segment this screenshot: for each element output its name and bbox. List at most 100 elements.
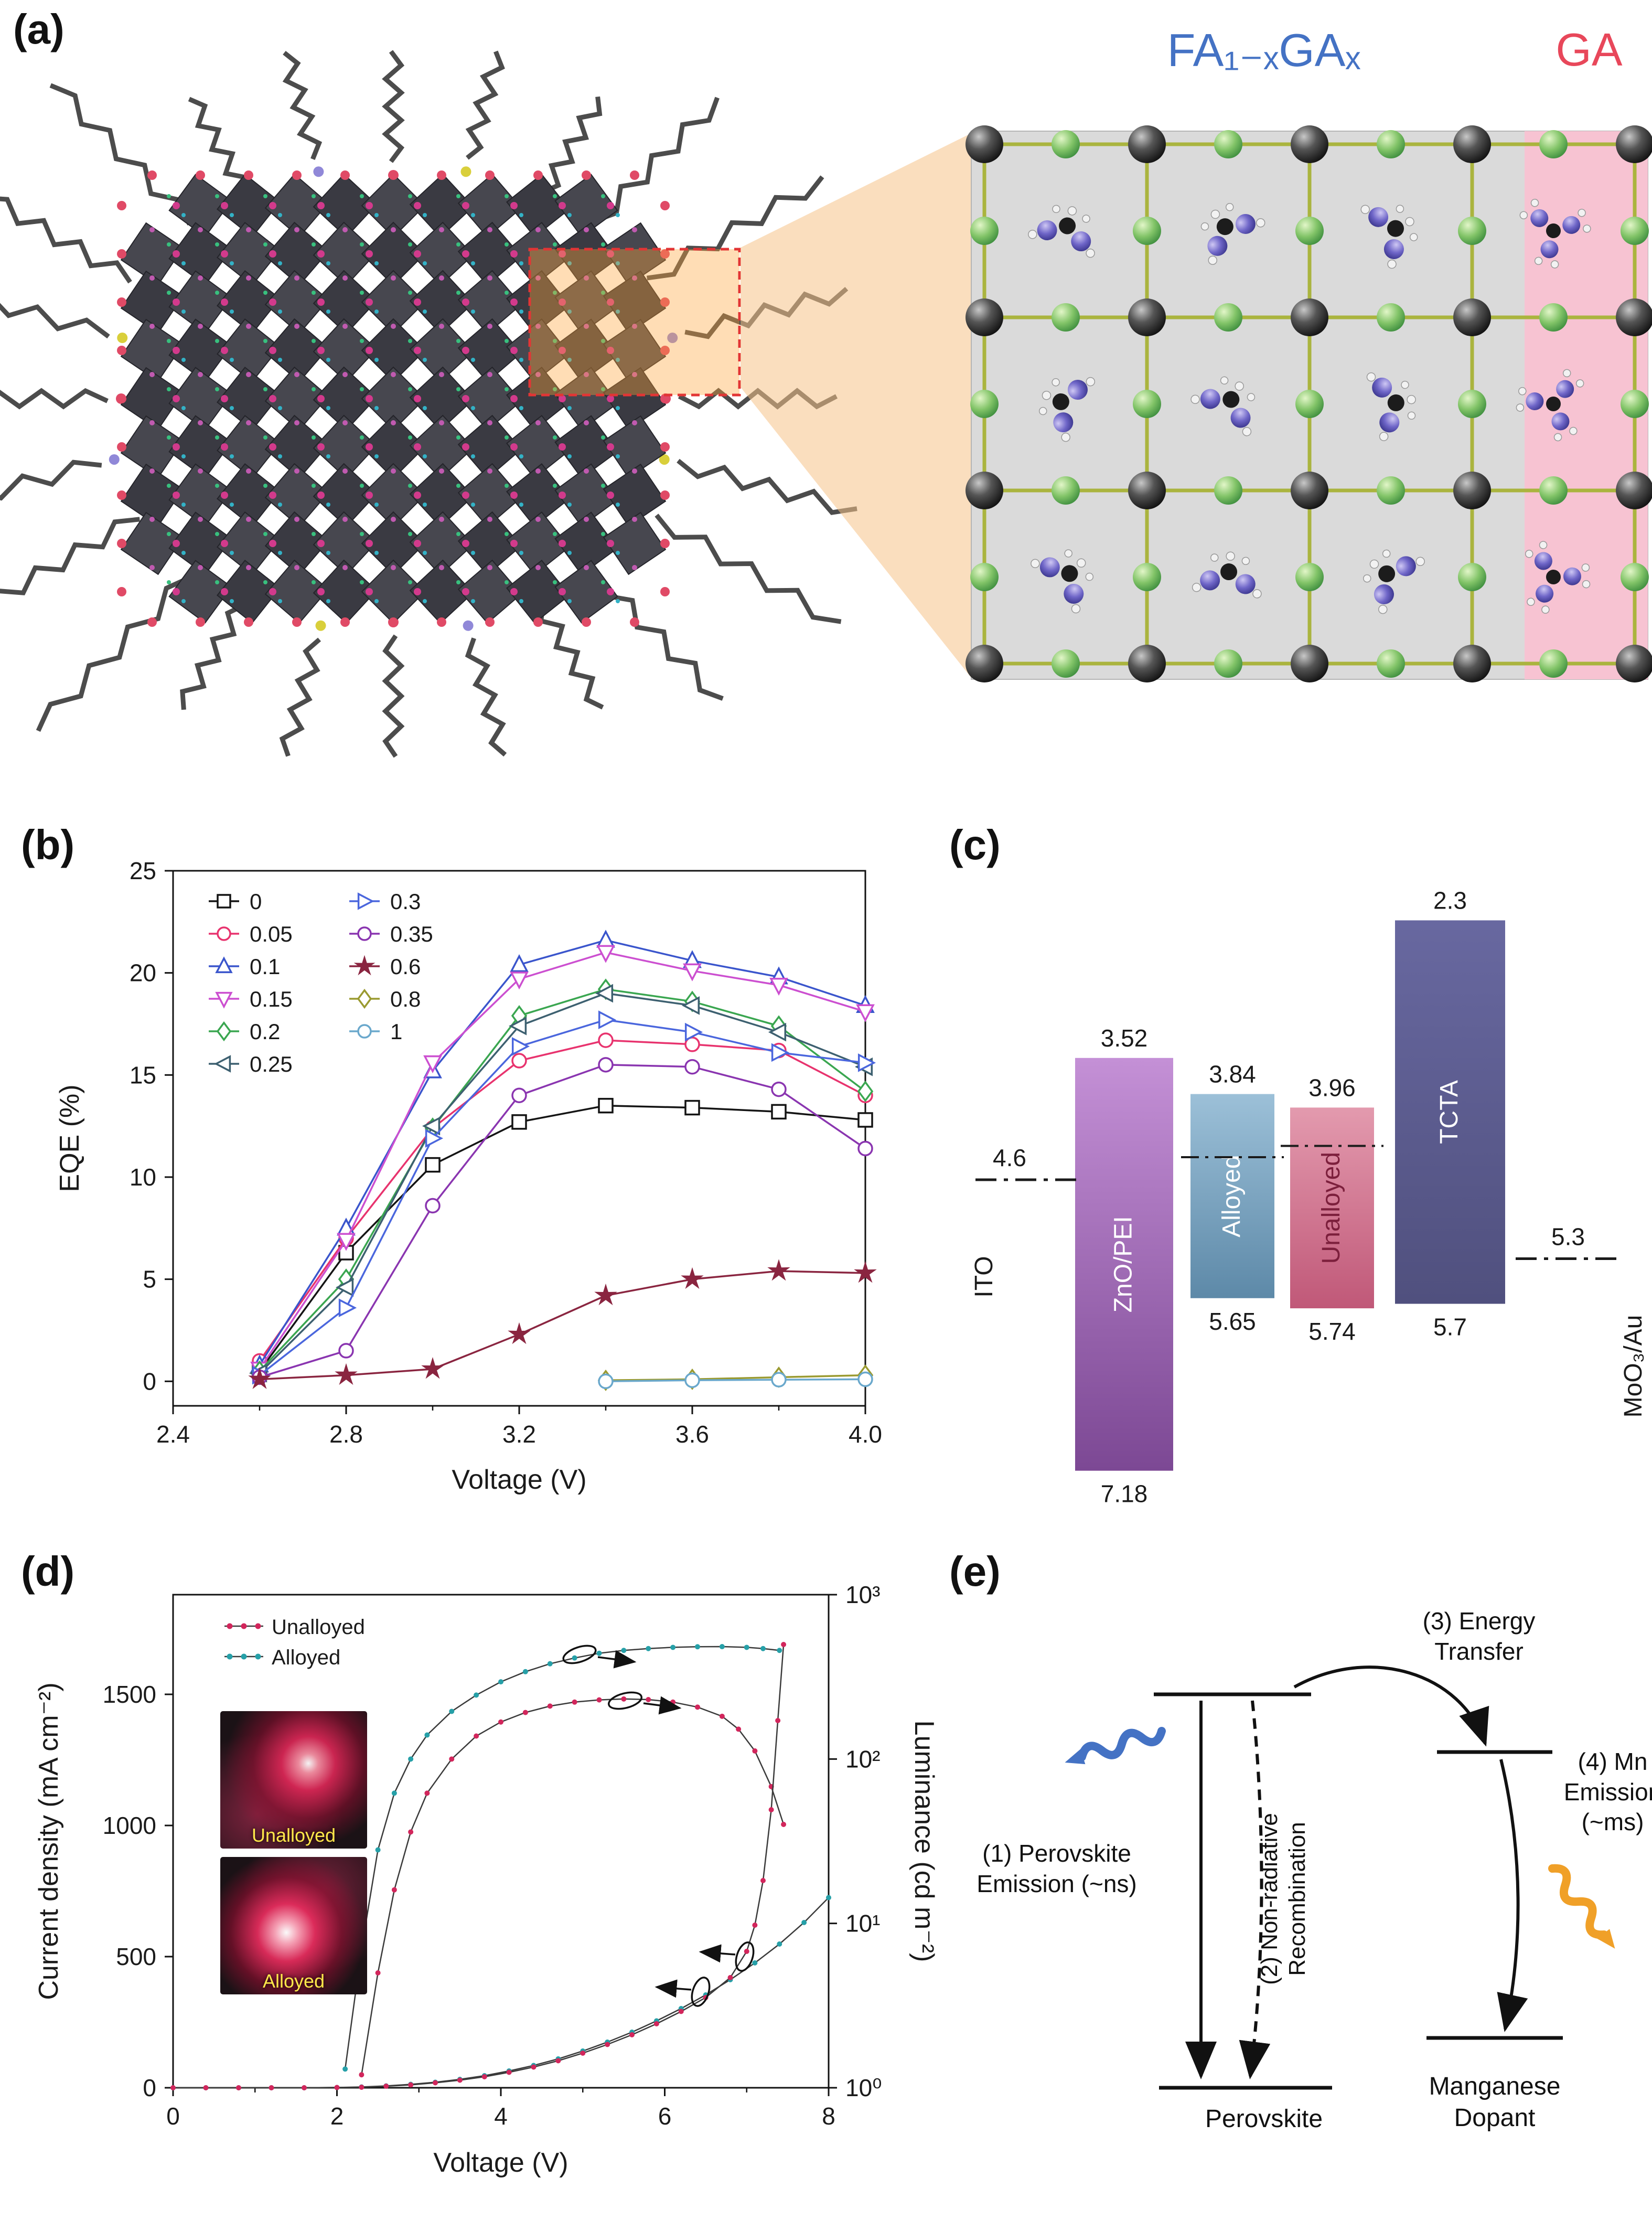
nonradiative-arrow — [1239, 1700, 1271, 2079]
energy-transfer-label: (3) Energy Transfer — [1422, 1607, 1536, 1665]
svg-text:500: 500 — [116, 1943, 156, 1970]
svg-text:0.35: 0.35 — [390, 922, 433, 946]
cation-molecules — [1028, 198, 1591, 614]
inset-unalloyed-photo: Unalloyed — [220, 1711, 367, 1849]
crystal-core — [120, 173, 667, 624]
svg-text:0.1: 0.1 — [250, 954, 280, 979]
svg-text:Luminance (cd m⁻²): Luminance (cd m⁻²) — [909, 1721, 939, 1962]
series-0.15 — [250, 945, 875, 1380]
led-emission-glow — [220, 1857, 367, 1994]
series-current-density-unalloyed — [170, 1642, 787, 2090]
series-0.6 — [248, 1259, 877, 1389]
halide-spheres — [970, 130, 1649, 678]
svg-text:Current density (mA cm⁻²): Current density (mA cm⁻²) — [34, 1682, 64, 2000]
svg-text:7.18: 7.18 — [1101, 1480, 1148, 1508]
perovskite-ground-label: Perovskite — [1205, 2105, 1323, 2133]
panel-b-label: (b) — [21, 821, 75, 868]
svg-text:0: 0 — [250, 889, 262, 914]
svg-text:20: 20 — [130, 959, 156, 987]
mn-emission-label: (4) Mn Emission (~ms) — [1563, 1748, 1652, 1835]
fa-molecule — [1360, 205, 1418, 269]
series-0.2 — [251, 978, 874, 1382]
svg-text:TCTA: TCTA — [1435, 1080, 1463, 1144]
svg-text:5.74: 5.74 — [1308, 1318, 1356, 1345]
svg-text:Alloyed: Alloyed — [272, 1646, 340, 1669]
lattice-closeup — [966, 125, 1652, 682]
zoom-beam-layer — [741, 133, 971, 678]
axis-indicator-ellipses — [562, 1645, 755, 2007]
panel-e-label: (e) — [949, 1548, 1001, 1595]
energy-transfer-diagram — [1065, 1665, 1615, 2090]
ga-molecule — [1525, 541, 1591, 614]
alloy-formula-label: FA₁₋ₓGAₓ — [1167, 24, 1361, 76]
fa-molecule — [1031, 549, 1094, 614]
svg-text:Voltage (V): Voltage (V) — [433, 2148, 568, 2178]
svg-text:0.2: 0.2 — [250, 1019, 280, 1044]
panel-c-label: (c) — [949, 821, 1001, 868]
svg-text:3.6: 3.6 — [675, 1421, 709, 1448]
perovskite-emission-label: (1) Perovskite Emission (~ns) — [977, 1840, 1137, 1897]
svg-text:0.6: 0.6 — [390, 954, 421, 979]
svg-text:25: 25 — [130, 857, 156, 884]
manganese-dopant-label: Manganese Dopant — [1429, 2073, 1561, 2132]
series-1 — [598, 1371, 873, 1390]
series-0.8 — [597, 1364, 874, 1391]
svg-text:5: 5 — [143, 1266, 156, 1293]
nonradiative-label: (2) Non-radiative Recombination — [1257, 1813, 1310, 1985]
svg-text:MoO₃/Au: MoO₃/Au — [1619, 1315, 1647, 1418]
svg-text:Unalloyed: Unalloyed — [272, 1616, 365, 1639]
svg-text:5.7: 5.7 — [1433, 1314, 1467, 1341]
svg-text:4.0: 4.0 — [849, 1421, 882, 1448]
ga-molecule — [1519, 198, 1591, 269]
fa-molecule — [1038, 377, 1096, 442]
series-0.3 — [252, 1010, 876, 1385]
perovskite-photon-icon — [1065, 1727, 1166, 1765]
inset-unalloyed-caption: Unalloyed — [251, 1824, 336, 1846]
layer-bar-Unalloyed — [1290, 1107, 1374, 1309]
zoom-beam — [741, 133, 971, 678]
layer-bar-Alloyed — [1190, 1094, 1274, 1298]
lattice-dots — [117, 170, 670, 627]
energy-transfer-arrow — [1293, 1665, 1489, 1747]
svg-text:0.3: 0.3 — [390, 889, 421, 914]
svg-text:3.2: 3.2 — [502, 1421, 536, 1448]
svg-text:0.8: 0.8 — [390, 987, 421, 1011]
zoom-highlight-box — [528, 248, 741, 397]
svg-text:0: 0 — [166, 2102, 180, 2130]
svg-text:1000: 1000 — [103, 1812, 156, 1839]
led-emission-glow — [220, 1711, 367, 1849]
svg-text:0: 0 — [143, 1368, 156, 1395]
svg-text:0.25: 0.25 — [250, 1052, 293, 1076]
nanocrystal-group — [0, 50, 857, 758]
svg-text:1500: 1500 — [103, 1681, 156, 1708]
svg-text:5.65: 5.65 — [1209, 1308, 1256, 1335]
svg-text:EQE (%): EQE (%) — [55, 1084, 85, 1192]
svg-text:2: 2 — [330, 2102, 344, 2130]
svg-text:0: 0 — [143, 2074, 156, 2101]
svg-text:10³: 10³ — [845, 1581, 880, 1608]
ga-label: GA — [1556, 24, 1623, 76]
nanocrystal-illustration — [0, 50, 857, 758]
svg-text:3.84: 3.84 — [1209, 1061, 1256, 1088]
series-luminance-unalloyed — [359, 1696, 787, 2078]
svg-text:0.05: 0.05 — [250, 922, 293, 946]
energy-level-diagram: 3.527.18ZnO/PEI3.845.65Alloyed3.965.74Un… — [970, 887, 1647, 1508]
fa-molecule — [1363, 549, 1425, 614]
svg-text:8: 8 — [822, 2102, 835, 2130]
svg-text:10⁰: 10⁰ — [845, 2074, 882, 2101]
svg-text:ITO: ITO — [970, 1256, 998, 1297]
svg-text:1: 1 — [390, 1019, 402, 1044]
ga-molecule — [1516, 369, 1584, 442]
fa-molecule — [1028, 205, 1095, 258]
svg-text:2.4: 2.4 — [156, 1421, 190, 1448]
inset-alloyed-photo: Alloyed — [220, 1857, 367, 1994]
svg-text:15: 15 — [130, 1061, 156, 1088]
svg-text:10: 10 — [130, 1163, 156, 1191]
svg-text:4.6: 4.6 — [993, 1144, 1026, 1171]
svg-text:5.3: 5.3 — [1551, 1223, 1585, 1251]
fa-molecule — [1190, 376, 1256, 436]
